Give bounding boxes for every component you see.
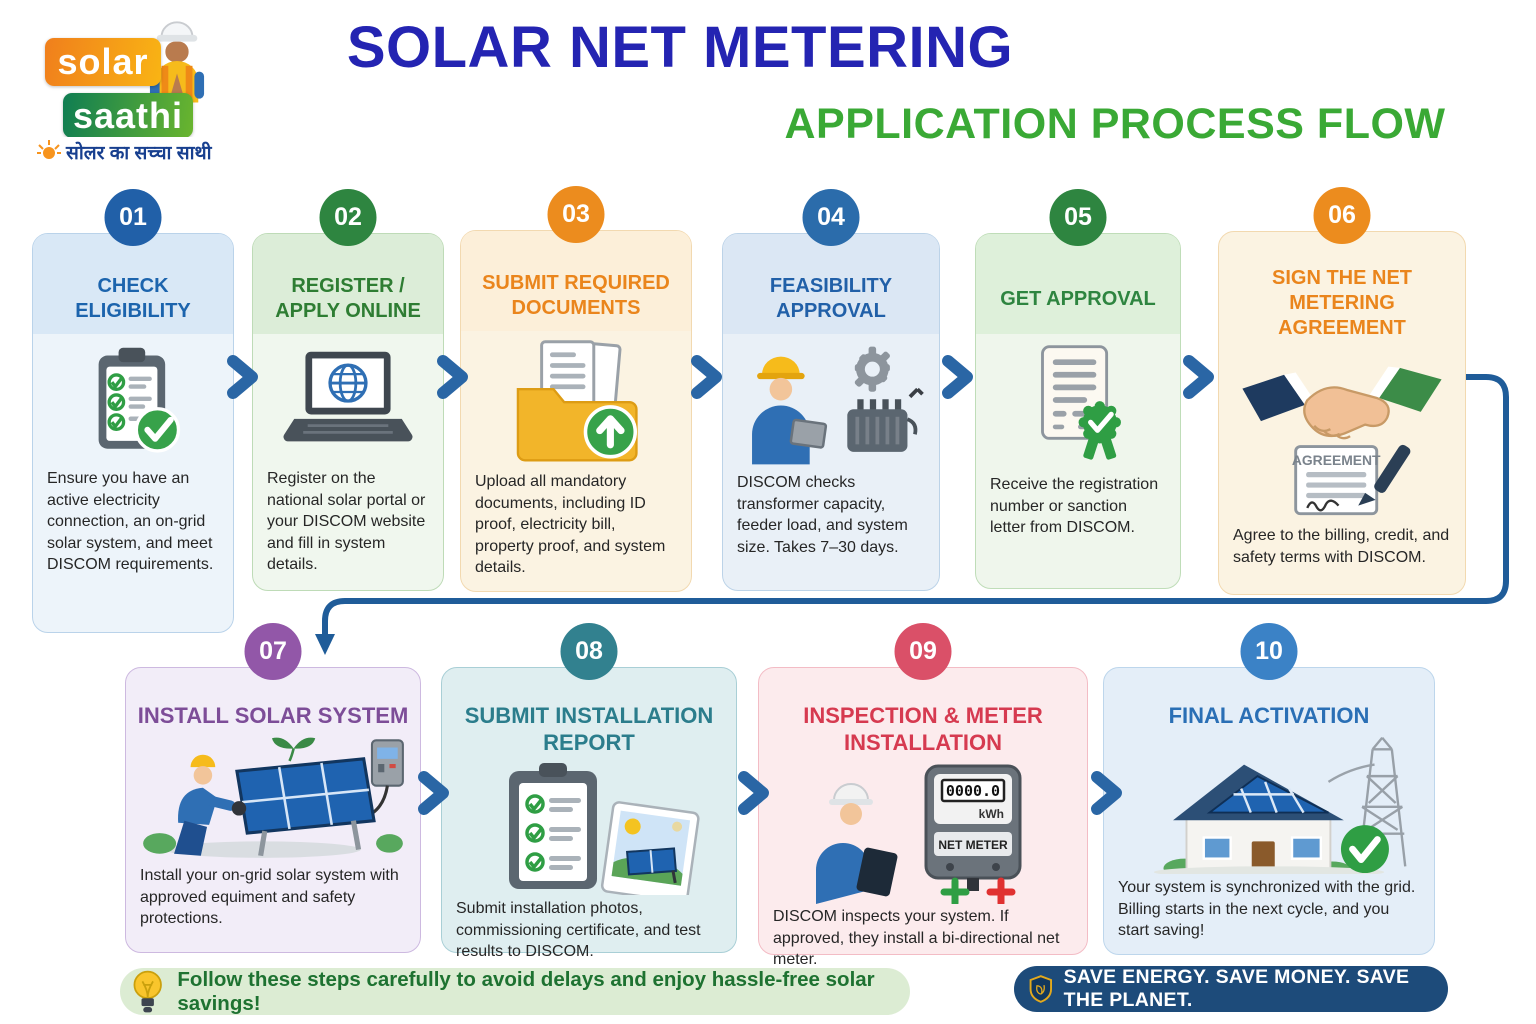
step-description: Submit installation photos, commissionin… xyxy=(456,900,701,960)
step-card-02: 02 REGISTER / APPLY ONLINE Register on t… xyxy=(252,189,444,591)
engineer-gear-transformer-icon xyxy=(752,346,924,465)
step-title: SUBMIT REQUIRED DOCUMENTS xyxy=(482,272,670,319)
page-subtitle: APPLICATION PROCESS FLOW xyxy=(784,100,1446,148)
grid-connected-house-icon xyxy=(1153,736,1407,874)
flow-arrow-icon xyxy=(437,355,468,399)
step-description: DISCOM inspects your system. If approved… xyxy=(773,908,1060,968)
step-title: CHECK ELIGIBILITY xyxy=(75,275,191,322)
step-number-badge: 01 xyxy=(104,189,162,246)
shield-leaf-icon xyxy=(1029,975,1053,1003)
installation-report-photo-icon xyxy=(509,763,700,895)
step-number-badge: 07 xyxy=(244,623,302,680)
step-title: GET APPROVAL xyxy=(1000,287,1156,310)
step-description: Ensure you have an active electricity co… xyxy=(47,470,214,573)
solar-saathi-logo: solar saathi सोलर का सच्चा साथी xyxy=(30,12,260,172)
logo-tagline: सोलर का सच्चा साथी xyxy=(36,137,246,167)
step-description: Receive the registration number or sanct… xyxy=(990,476,1159,536)
step-title: REGISTER / APPLY ONLINE xyxy=(275,275,421,322)
step-number-badge: 06 xyxy=(1313,187,1371,244)
meter-reading: 0000.0 xyxy=(946,782,1000,800)
step-card-04: 04 FEASIBILITY APPROVAL xyxy=(722,189,940,591)
step-card-06: 06 SIGN THE NET METERING AGREEMENT AGREE… xyxy=(1218,187,1466,595)
step-number-badge: 03 xyxy=(547,186,605,243)
eligibility-checklist-icon xyxy=(98,347,181,453)
step-card-01: 01 CHECK ELIGIBILITY xyxy=(32,189,234,633)
step-description: Upload all mandatory documents, includin… xyxy=(475,473,666,576)
laptop-globe-icon xyxy=(283,351,413,442)
step-number-badge: 09 xyxy=(894,623,952,680)
step-number-badge: 08 xyxy=(560,623,618,680)
step-card-10: 10 FINAL ACTIVATION xyxy=(1103,623,1435,955)
step-title: INSTALL SOLAR SYSTEM xyxy=(137,703,409,728)
slogan-banner: SAVE ENERGY. SAVE MONEY. SAVE THE PLANET… xyxy=(1014,966,1448,1012)
flow-arrow-icon xyxy=(738,771,769,815)
step-card-03: 03 SUBMIT REQUIRED DOCUMENTS Upload all … xyxy=(460,186,692,592)
document-upload-folder-icon xyxy=(516,340,638,462)
lightbulb-icon xyxy=(133,970,162,1012)
step-title: INSPECTION & METER INSTALLATION xyxy=(803,703,1043,755)
sun-icon xyxy=(37,140,61,159)
meter-label: NET METER xyxy=(938,838,1008,852)
logo-word-solar: solar xyxy=(45,38,161,86)
step-number-badge: 05 xyxy=(1049,189,1107,246)
step-card-09: 09 INSPECTION & METER INSTALLATION 0000.… xyxy=(758,623,1088,968)
step-card-08: 08 SUBMIT INSTALLATION REPORT xyxy=(441,623,737,960)
meter-unit: kWh xyxy=(979,807,1004,821)
step-card-07: 07 INSTALL SOLAR SYSTEM xyxy=(125,623,421,953)
step-description: Install your on-grid solar system with a… xyxy=(140,867,399,927)
flow-arrow-icon xyxy=(1183,355,1214,399)
step-number-badge: 10 xyxy=(1240,623,1298,680)
flow-arrow-icon xyxy=(1091,771,1122,815)
flow-arrow-icon xyxy=(691,355,722,399)
flow-arrow-icon xyxy=(227,355,258,399)
step-title: SUBMIT INSTALLATION REPORT xyxy=(464,703,714,755)
flow-arrow-icon xyxy=(942,355,973,399)
page-title: SOLAR NET METERING xyxy=(346,15,1014,80)
step-description: Agree to the billing, credit, and safety… xyxy=(1233,527,1450,566)
step-description: DISCOM checks transformer capacity, feed… xyxy=(737,474,908,556)
handshake-agreement-icon: AGREEMENT xyxy=(1242,366,1442,516)
step-card-05: 05 GET APPROVAL xyxy=(975,189,1181,589)
step-title: FEASIBILITY APPROVAL xyxy=(769,275,893,322)
flow-arrow-icon xyxy=(418,771,449,815)
logo-tagline-text: सोलर का सच्चा साथी xyxy=(66,143,212,164)
step-number-badge: 04 xyxy=(802,189,860,246)
slogan-text: SAVE ENERGY. SAVE MONEY. SAVE THE PLANET… xyxy=(1063,966,1410,1011)
step-number-badge: 02 xyxy=(319,189,377,246)
solar-panel-installation-icon xyxy=(143,737,404,858)
tip-text: Follow these steps carefully to avoid de… xyxy=(177,967,875,1015)
step-title: SIGN THE NET METERING AGREEMENT xyxy=(1271,267,1412,339)
logo-word-saathi: saathi xyxy=(63,93,193,138)
approved-document-rosette-icon xyxy=(1041,345,1121,460)
agreement-label: AGREEMENT xyxy=(1292,452,1381,468)
connector-arrowhead-icon xyxy=(315,634,335,655)
step-description: Your system is synchronized with the gri… xyxy=(1118,879,1416,939)
step-description: Register on the national solar portal or… xyxy=(267,470,426,573)
tip-banner: Follow these steps carefully to avoid de… xyxy=(120,968,910,1015)
step-title: FINAL ACTIVATION xyxy=(1168,703,1370,728)
net-meter-inspection-icon: 0000.0 kWh NET METER xyxy=(816,764,1022,904)
